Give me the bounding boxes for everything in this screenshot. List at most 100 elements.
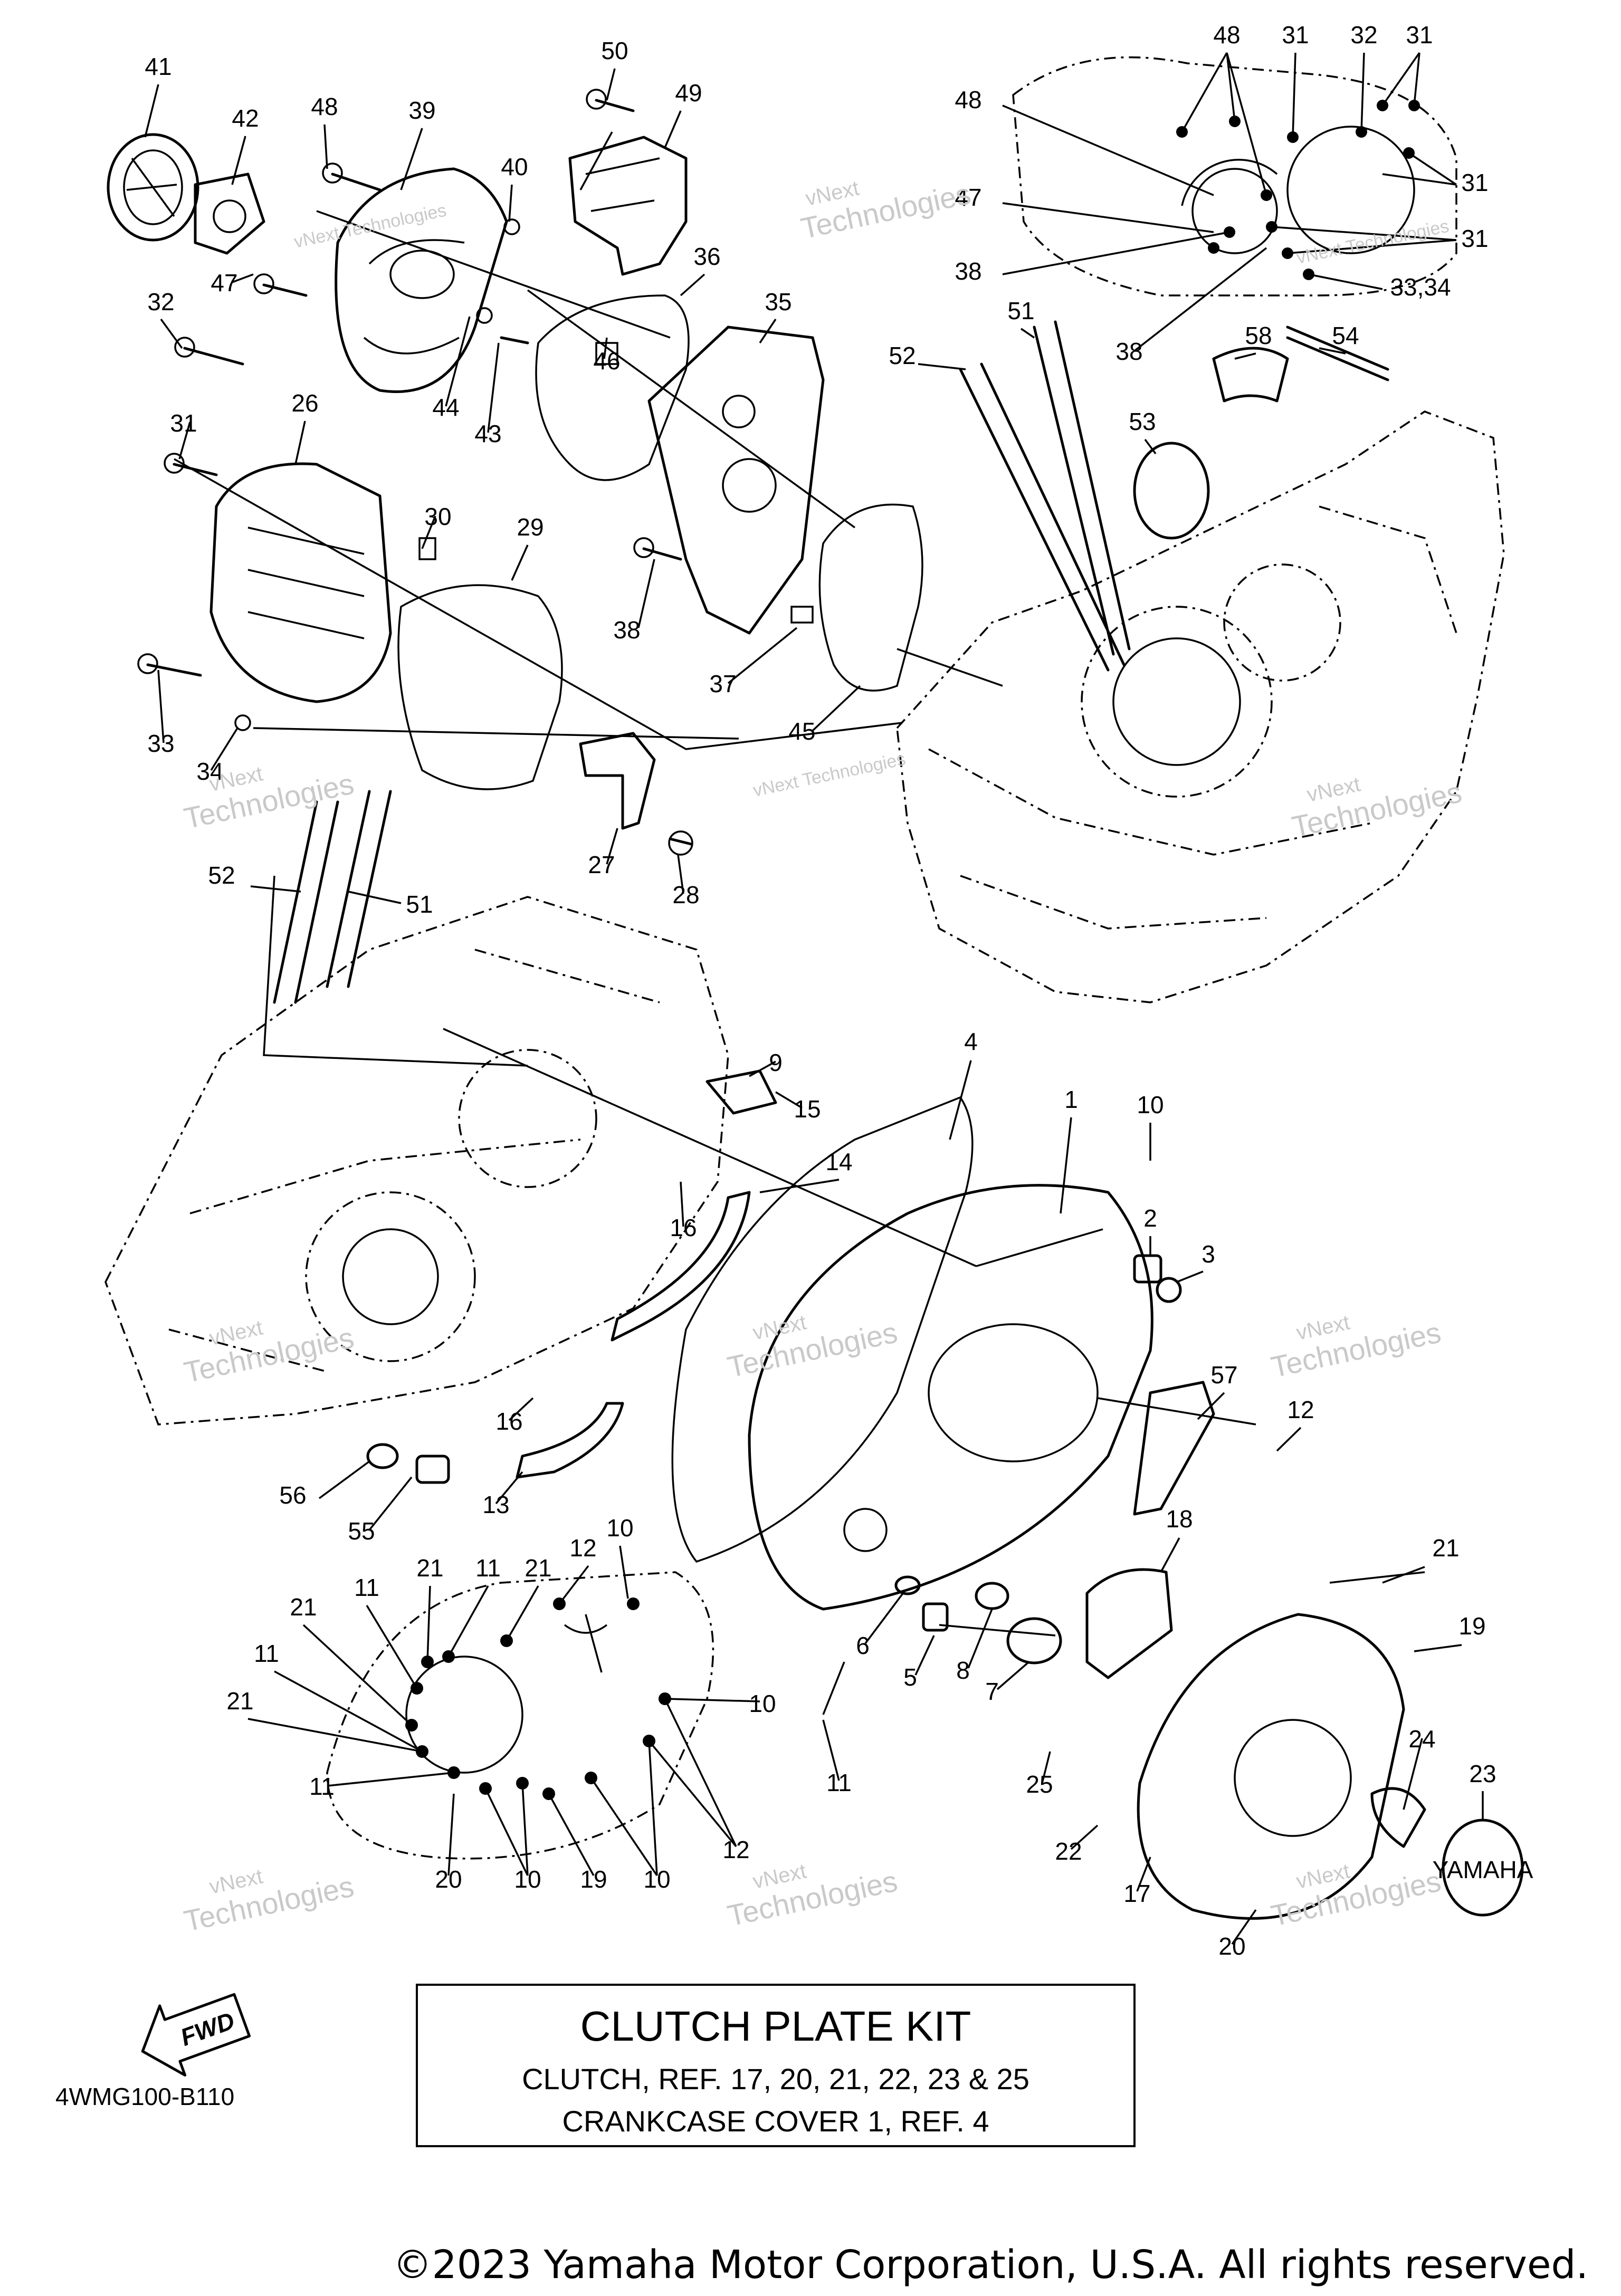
callout-32b: 32 [1350,21,1377,49]
callout-34: 34 [196,758,223,785]
clutch-cover-inset [326,1571,714,1860]
callout-31d: 31 [1461,169,1488,196]
watermark-line-b: Technologies [1268,1315,1444,1384]
callout-12c: 12 [722,1836,749,1863]
callout-5: 5 [903,1663,917,1691]
callout-11a: 11 [475,1554,501,1582]
callout-38c: 38 [1115,338,1142,365]
callout-30: 30 [424,503,451,530]
callout-19a: 19 [1458,1612,1485,1640]
callout-36: 36 [693,243,720,270]
callout-56: 56 [279,1481,306,1509]
callout-35: 35 [765,288,792,315]
callout-53: 53 [1129,408,1156,435]
callout-41: 41 [145,53,171,80]
diagram-code: 4WMG100-B110 [55,2083,234,2110]
copyright-footer: ©2023 Yamaha Motor Corporation, U.S.A. A… [393,2242,1588,2288]
assembly-lines [174,131,1425,1715]
callout-10a: 10 [1137,1091,1164,1118]
kit-line-cover: CRANKCASE COVER 1, REF. 4 [562,2104,989,2138]
callout-23: 23 [1469,1760,1496,1787]
callout-26: 26 [291,389,318,417]
callout-10b: 10 [606,1514,633,1542]
fwd-arrow: FWD [141,1993,251,2077]
callout-31c: 31 [1406,21,1433,49]
callout-12b: 12 [569,1534,596,1562]
callout-11b: 11 [354,1574,379,1601]
callout-38b: 38 [955,257,981,285]
callout-29: 29 [517,513,543,541]
callout-31e: 31 [1461,225,1488,252]
callout-17: 17 [1123,1880,1150,1907]
callout-15: 15 [794,1095,821,1123]
callout-leaders [144,52,1484,1945]
callout-labels: 41 42 48 39 50 49 40 47 36 35 32 44 43 4… [145,21,1496,1960]
callout-2: 2 [1143,1204,1157,1232]
callout-11e: 11 [826,1769,852,1796]
watermark-line-b: Technologies [724,1315,900,1384]
callout-7: 7 [985,1678,999,1705]
callout-33-34: 33,34 [1390,273,1451,301]
callout-42: 42 [232,104,259,132]
watermark-line-b: Technologies [181,1321,357,1389]
callout-28: 28 [672,881,699,908]
callout-47: 47 [211,269,237,296]
watermark-brand: vNext Technologies [292,200,449,252]
crankcase-right-half [896,56,1505,1003]
callout-31b: 31 [1282,21,1309,49]
callout-3: 3 [1202,1240,1215,1268]
callout-37: 37 [709,670,736,697]
kit-title: CLUTCH PLATE KIT [580,2003,971,2050]
callout-20a: 20 [1218,1933,1245,1960]
watermark-line-b: Technologies [724,1864,900,1933]
crankcase-left-half [104,790,777,1484]
starter-cover-group [107,89,923,856]
clutch-cover-group: YAMAHA [1137,1613,1533,1920]
callout-21d: 21 [290,1593,317,1621]
callout-49: 49 [675,79,702,107]
callout-18: 18 [1166,1505,1193,1533]
callout-19b: 19 [580,1866,607,1893]
callout-14: 14 [825,1148,852,1175]
watermark-line-b: Technologies [181,1869,357,1938]
callout-48: 48 [311,93,338,120]
callout-54: 54 [1332,322,1359,349]
callout-21a: 21 [1432,1534,1459,1562]
crankcase-cover-group [671,1096,1215,1679]
callout-11c: 11 [254,1640,279,1667]
callout-40: 40 [501,153,528,180]
watermarks: vNext Technologies vNext Technologies vN… [181,177,1464,1938]
callout-48b: 48 [1213,21,1240,49]
callout-21b: 21 [525,1554,551,1582]
callout-4: 4 [964,1028,978,1055]
callout-48c: 48 [955,86,981,113]
watermark-brand: vNext Technologies [751,749,908,800]
callout-52: 52 [889,342,916,369]
callout-27: 27 [588,851,615,878]
callout-33: 33 [147,730,174,757]
callout-57: 57 [1210,1361,1237,1389]
callout-51b: 51 [406,891,433,918]
callout-58: 58 [1245,322,1272,349]
callout-22: 22 [1055,1838,1082,1865]
callout-32: 32 [147,288,174,315]
callout-47b: 47 [955,184,981,211]
kit-info-box: CLUTCH PLATE KIT CLUTCH, REF. 17, 20, 21… [416,1984,1136,2147]
callout-44: 44 [432,394,459,421]
callout-1: 1 [1064,1086,1078,1113]
callout-10c: 10 [749,1690,776,1717]
callout-43: 43 [474,420,501,447]
callout-12a: 12 [1287,1396,1314,1423]
callout-21e: 21 [226,1687,253,1715]
callout-21c: 21 [416,1554,443,1582]
callout-55: 55 [348,1517,375,1545]
callout-6: 6 [856,1632,870,1659]
callout-51: 51 [1007,297,1034,324]
kit-line-clutch: CLUTCH, REF. 17, 20, 21, 22, 23 & 25 [522,2062,1029,2096]
callout-31: 31 [170,409,197,437]
cap-emblem: YAMAHA [1433,1856,1533,1883]
callout-8: 8 [956,1657,970,1684]
callout-25: 25 [1026,1771,1053,1798]
